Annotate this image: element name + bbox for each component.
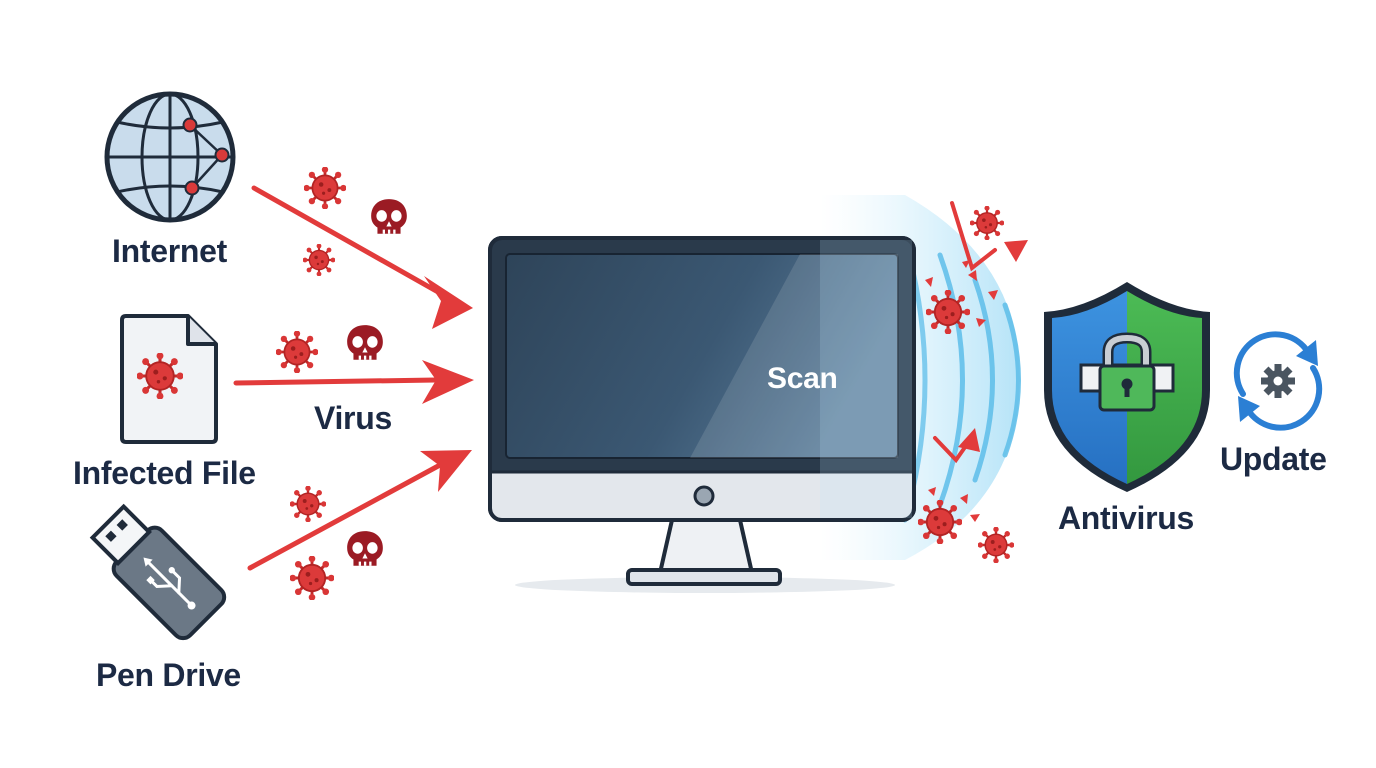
attack-arrows — [233, 185, 474, 571]
virus-icon — [303, 244, 335, 276]
arrow-internet-to-computer — [251, 185, 473, 329]
skull-icon — [371, 199, 407, 234]
blocked-threats — [918, 201, 1028, 563]
update-label: Update — [1220, 441, 1327, 477]
skull-icon — [347, 325, 383, 360]
pen-drive-label: Pen Drive — [96, 657, 241, 693]
shield-lock-icon — [1044, 282, 1210, 492]
arrow-file-to-computer — [233, 360, 474, 404]
virus-icon — [304, 167, 346, 209]
update-icon — [1233, 331, 1323, 431]
virus-icon — [926, 290, 970, 334]
virus-icon — [290, 486, 326, 522]
skull-icon — [347, 531, 383, 566]
infected-file-label: Infected File — [73, 455, 256, 491]
antivirus-label: Antivirus — [1058, 500, 1194, 536]
internet-label: Internet — [112, 233, 227, 269]
scan-label: Scan — [767, 362, 838, 395]
globe-icon — [104, 91, 236, 223]
virus-label: Virus — [314, 400, 392, 436]
virus-icon — [290, 556, 334, 600]
monitor-icon — [488, 236, 916, 593]
virus-icon — [918, 500, 962, 544]
virus-icon — [970, 206, 1004, 240]
virus-icon — [978, 527, 1014, 563]
usb-drive-icon — [89, 503, 227, 641]
infected-file-icon — [120, 314, 218, 444]
arrow-pendrive-to-computer — [247, 450, 472, 571]
virus-icon — [276, 331, 318, 373]
